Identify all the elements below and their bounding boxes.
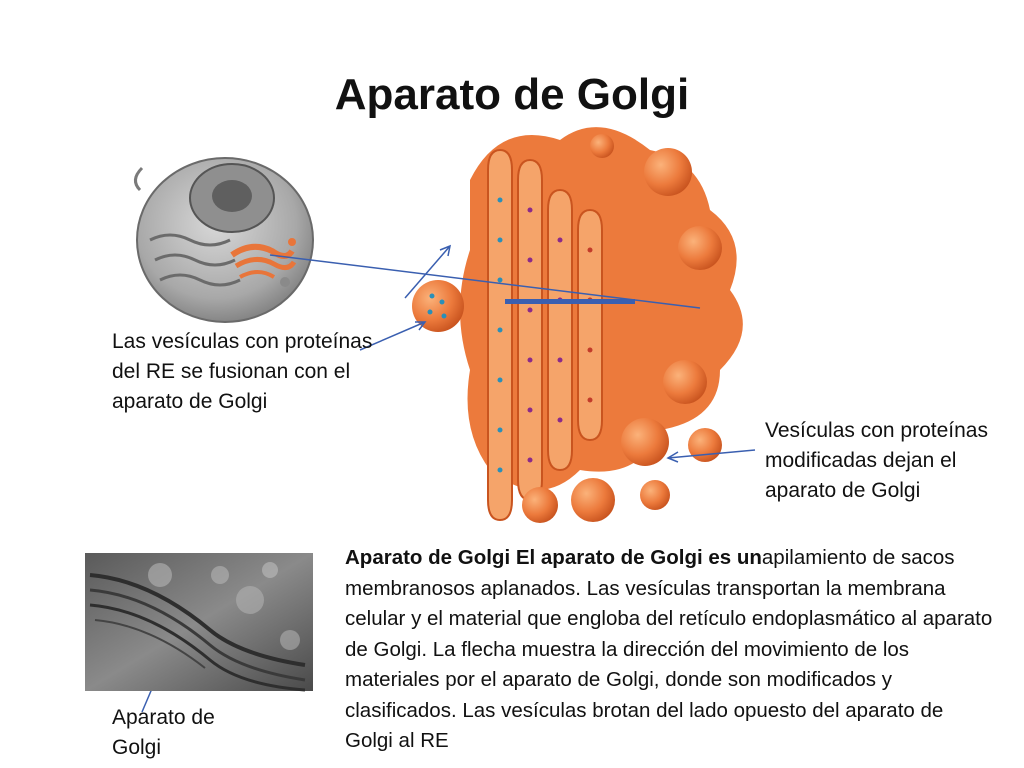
golgi-illustration [412, 127, 743, 523]
description-text: apilamiento de sacos membranosos aplanad… [345, 546, 993, 752]
label-micrograph: Aparato de Golgi [112, 706, 215, 759]
description-paragraph: Aparato de Golgi El aparato de Golgi es … [345, 543, 995, 757]
cell-illustration [134, 157, 314, 323]
page-title: Aparato de Golgi [334, 70, 690, 119]
description-bold: Aparato de Golgi El aparato de Golgi es … [345, 546, 762, 569]
label-vesicles-leave: Vesículas con proteínas modificadas deja… [765, 419, 988, 502]
golgi-micrograph [85, 553, 313, 692]
pointer-arrows [141, 244, 756, 713]
label-vesicles-fuse: Las vesículas con proteínas del RE se fu… [112, 330, 373, 413]
